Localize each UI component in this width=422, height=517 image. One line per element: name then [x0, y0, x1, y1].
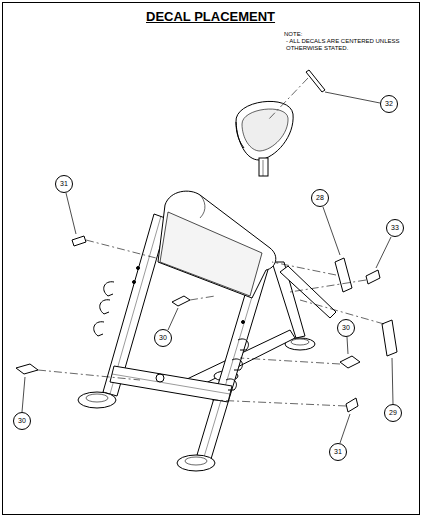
note-text: NOTE: [284, 31, 409, 38]
callout-number: 29 [384, 404, 402, 422]
drawing-title: DECAL PLACEMENT [146, 9, 275, 24]
callout-number: 30 [154, 329, 172, 347]
callout-number: 28 [311, 189, 329, 207]
callout-number: 30 [337, 319, 355, 337]
note-text: - ALL DECALS ARE CENTERED UNLESS OTHERWI… [284, 38, 411, 52]
callout-number: 33 [386, 219, 404, 237]
callout-number: 31 [329, 443, 347, 461]
callout-number: 32 [380, 95, 398, 113]
callout-number: 31 [55, 175, 73, 193]
callout-number: 30 [13, 412, 31, 430]
